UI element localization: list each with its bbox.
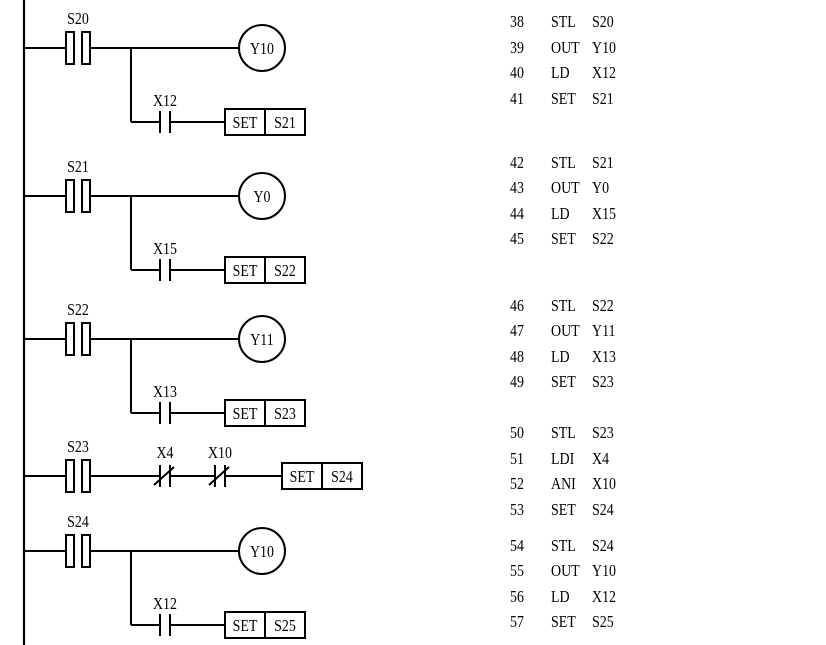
stl-contact-label: S23	[67, 438, 89, 457]
no-contact: X12	[153, 92, 177, 133]
no-contact: X13	[153, 383, 177, 424]
set-instruction-box: SET S21	[224, 108, 306, 136]
stl-contact-label: S24	[67, 513, 89, 532]
stl-contact-label: S22	[67, 301, 89, 320]
stl-contact: S20	[65, 10, 91, 65]
set-instruction-box: SET S23	[224, 399, 306, 427]
set-target: S24	[331, 468, 353, 487]
output-coil: Y10	[238, 527, 286, 575]
contact-label: X12	[153, 92, 177, 111]
coil-label: Y10	[250, 40, 274, 59]
set-target: S21	[274, 114, 296, 133]
contact-label: X4	[156, 444, 173, 463]
contact-label: X10	[208, 444, 232, 463]
nc-contact: X10	[208, 444, 232, 487]
contact-slash	[153, 466, 175, 486]
no-contact: X15	[153, 240, 177, 281]
coil-label: Y11	[250, 331, 273, 350]
stl-contact: S24	[65, 513, 91, 568]
contact-label: X15	[153, 240, 177, 259]
stl-contact: S22	[65, 301, 91, 356]
output-coil: Y0	[238, 172, 286, 220]
set-instruction-box: SET S24	[281, 462, 363, 490]
set-command: SET	[233, 262, 258, 281]
stl-contact: S23	[65, 438, 91, 493]
set-target: S23	[274, 405, 296, 424]
coil-label: Y0	[253, 188, 270, 207]
coil-label: Y10	[250, 543, 274, 562]
set-command: SET	[290, 468, 315, 487]
contact-slash	[208, 466, 230, 486]
set-command: SET	[233, 114, 258, 133]
set-instruction-box: SET S25	[224, 611, 306, 639]
contact-label: X13	[153, 383, 177, 402]
output-coil: Y10	[238, 24, 286, 72]
stl-contact-label: S21	[67, 158, 89, 177]
stl-contact: S21	[65, 158, 91, 213]
no-contact: X12	[153, 595, 177, 636]
stl-contact-label: S20	[67, 10, 89, 29]
set-target: S22	[274, 262, 296, 281]
set-target: S25	[274, 617, 296, 636]
nc-contact: X4	[153, 444, 175, 487]
set-instruction-box: SET S22	[224, 256, 306, 284]
set-command: SET	[233, 617, 258, 636]
contact-label: X12	[153, 595, 177, 614]
set-command: SET	[233, 405, 258, 424]
output-coil: Y11	[238, 315, 286, 363]
